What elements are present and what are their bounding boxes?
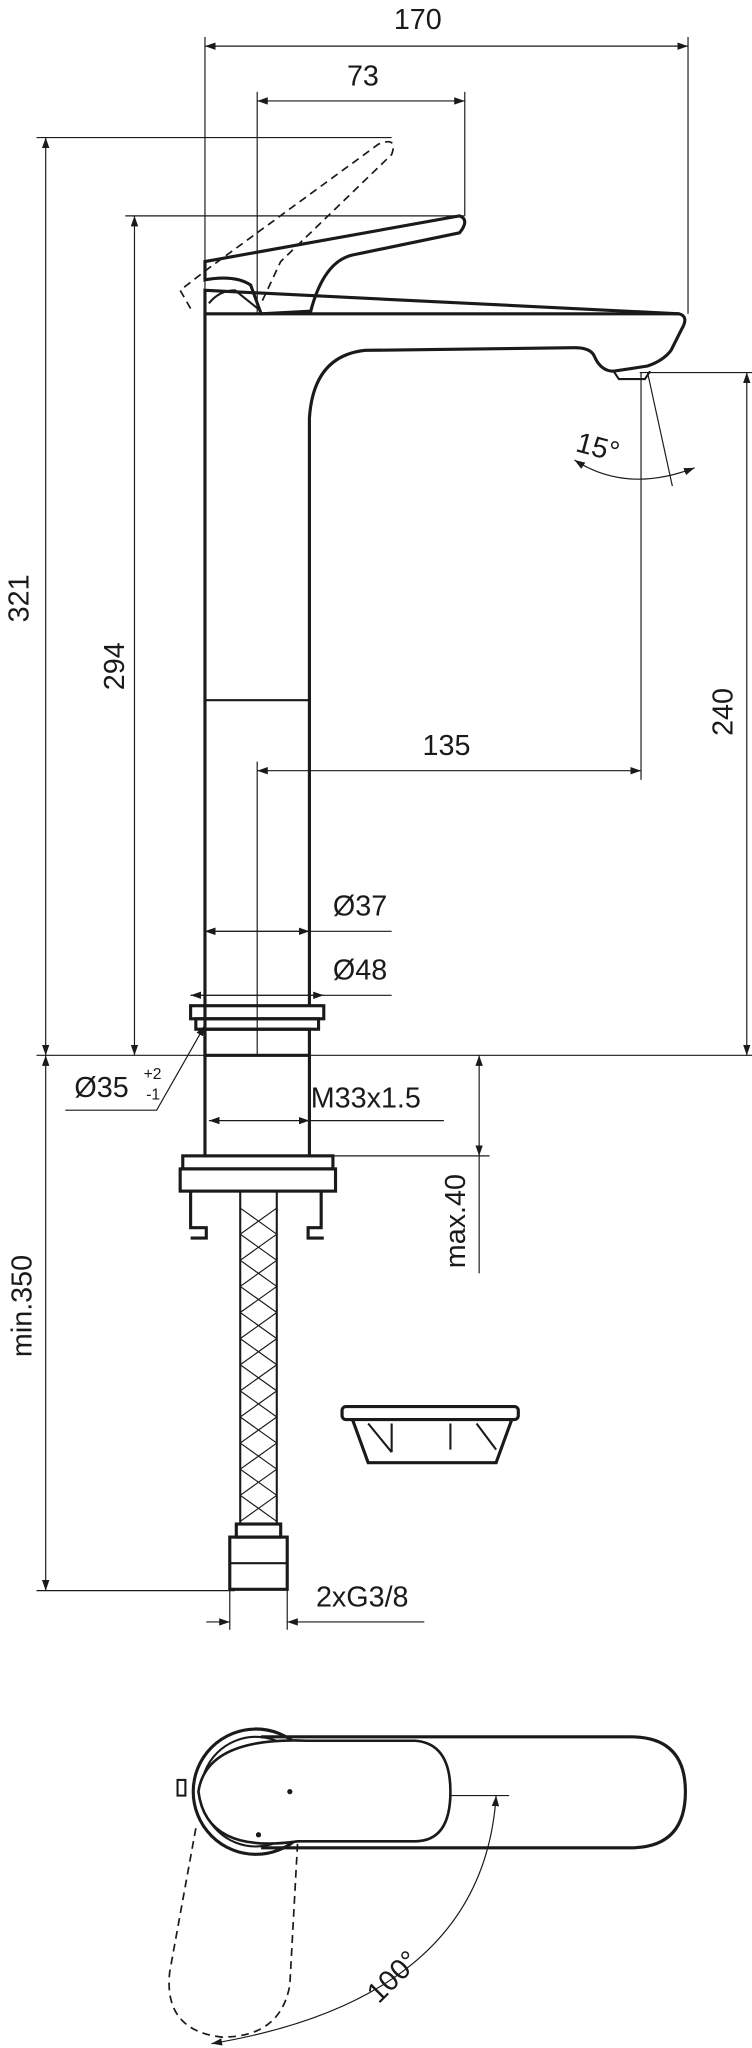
faucet-top-view: [168, 1727, 687, 2046]
dimension-lines: [36, 36, 752, 1630]
dim-min350: min.350: [6, 1255, 38, 1357]
dim-d48: Ø48: [333, 955, 387, 987]
mounting-washer: [340, 1404, 520, 1465]
dimension-labels: 170 73 321 294 15° 240 135 Ø37 Ø48 Ø35 +…: [4, 4, 740, 2009]
dim-321: 321: [4, 574, 36, 622]
dim-100-deg: 100°: [361, 1945, 426, 2010]
dim-170: 170: [394, 4, 442, 36]
dim-max40: max.40: [440, 1174, 472, 1268]
dim-135: 135: [423, 730, 471, 762]
faucet-side-view: [178, 140, 687, 1591]
dim-d35: Ø35: [74, 1072, 128, 1104]
dim-d35-tol-minus: -1: [146, 1087, 160, 1104]
dim-240: 240: [707, 688, 739, 736]
dim-m33: M33x1.5: [311, 1083, 421, 1115]
dim-73: 73: [347, 60, 379, 92]
dim-connection: 2xG3/8: [316, 1581, 409, 1613]
dim-d37: Ø37: [333, 891, 387, 923]
dim-d35-tol-plus: +2: [144, 1066, 162, 1083]
dim-15-deg: 15°: [573, 427, 623, 469]
dim-294: 294: [99, 642, 131, 690]
